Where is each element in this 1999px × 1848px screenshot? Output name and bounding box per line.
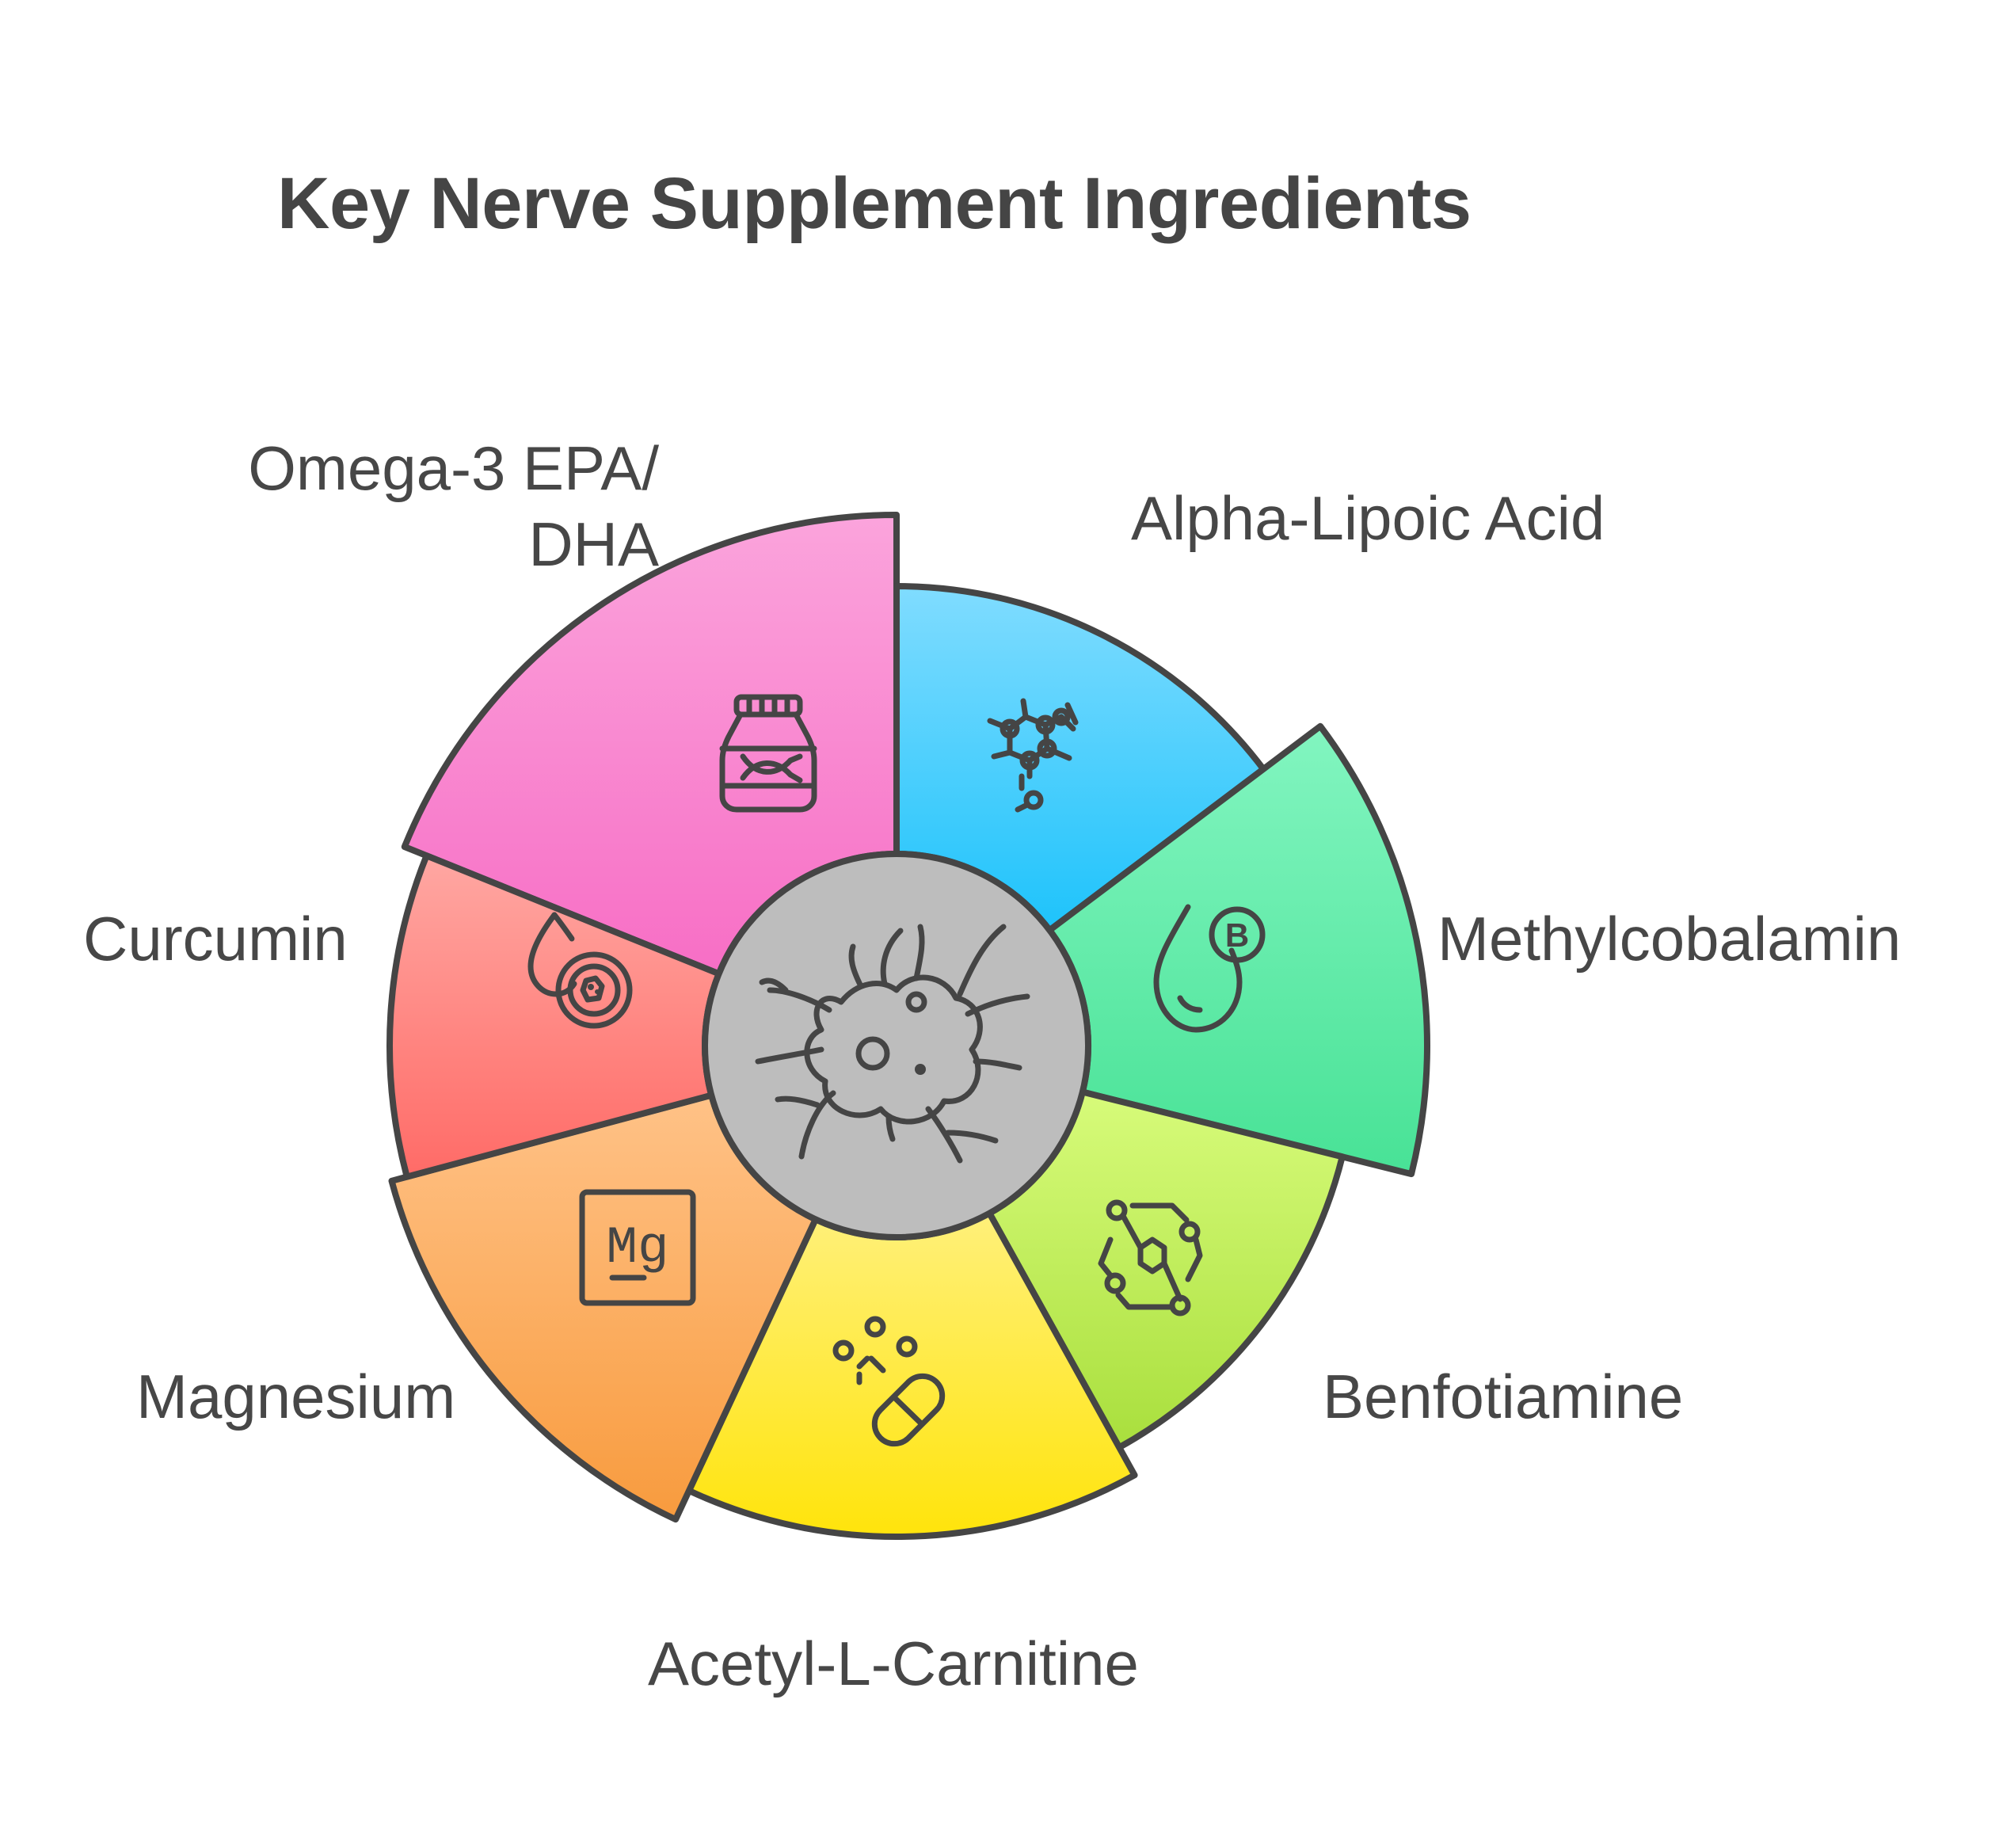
molecule-icon bbox=[987, 698, 1079, 813]
label-line: Acetyl-L-Carnitine bbox=[648, 1629, 1139, 1698]
label-line: DHA bbox=[528, 509, 659, 579]
magnesium-symbol: Mg bbox=[606, 1218, 668, 1278]
chemical-structure-icon bbox=[1098, 1199, 1203, 1316]
turmeric-drop-icon bbox=[527, 912, 633, 1029]
page-title: Key Nerve Supplement Ingredients bbox=[277, 163, 1472, 244]
label-alpha-lipoic-acid: Alpha-Lipoic Acid bbox=[1131, 480, 1605, 556]
center-hub bbox=[702, 851, 1091, 1240]
capsule-pills-icon bbox=[832, 1316, 946, 1447]
fish-oil-jar-icon bbox=[719, 694, 817, 813]
vitamin-letter: B bbox=[1225, 916, 1249, 954]
label-line: Alpha-Lipoic Acid bbox=[1131, 483, 1605, 553]
vitamin-b-drop-icon: B bbox=[1153, 904, 1266, 1033]
label-curcumin: Curcumin bbox=[83, 901, 348, 977]
label-line: Benfotiamine bbox=[1323, 1362, 1684, 1431]
label-line: Methylcobalamin bbox=[1437, 904, 1902, 974]
label-omega-3: Omega-3 EPA/ DHA bbox=[247, 430, 659, 582]
label-benfotiamine: Benfotiamine bbox=[1323, 1358, 1683, 1435]
label-line: Magnesium bbox=[136, 1362, 456, 1431]
label-magnesium: Magnesium bbox=[136, 1358, 455, 1435]
label-line: Omega-3 EPA/ bbox=[248, 433, 659, 503]
neuron-icon bbox=[755, 924, 1030, 1164]
label-methylcobalamin: Methylcobalamin bbox=[1437, 901, 1901, 977]
label-acetyl-l-carnitine: Acetyl-L-Carnitine bbox=[648, 1625, 1139, 1701]
label-line: Curcumin bbox=[83, 904, 348, 974]
magnesium-element-icon: Mg bbox=[579, 1189, 696, 1306]
